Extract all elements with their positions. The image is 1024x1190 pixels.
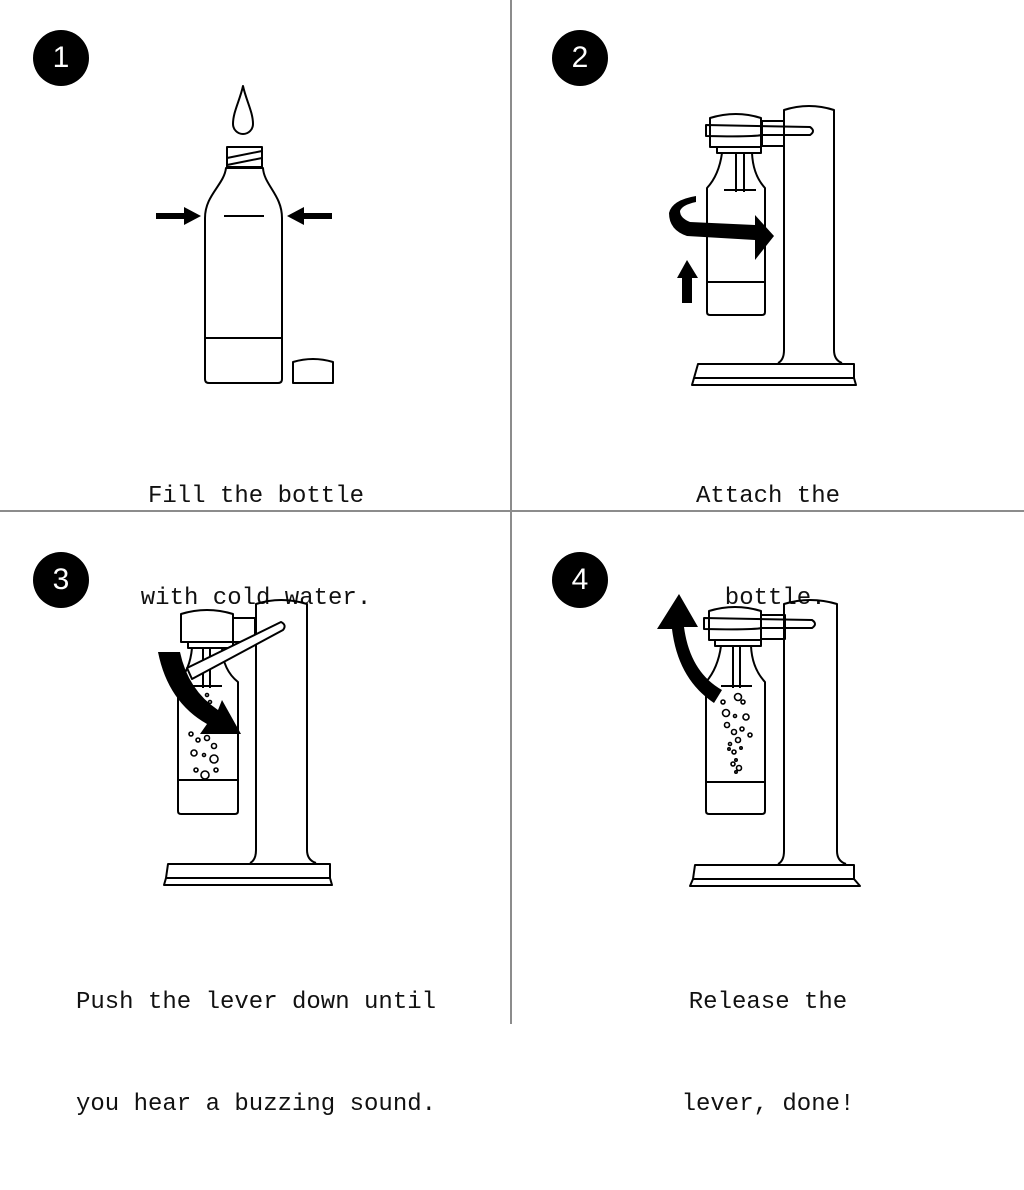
bottle-body	[705, 645, 766, 815]
bottle-body	[204, 167, 283, 384]
machine-base	[691, 363, 857, 386]
water-drop-icon	[232, 85, 254, 135]
horizontal-divider	[0, 510, 1024, 512]
step-number: 4	[571, 563, 589, 596]
arrow-curved-down-icon	[158, 652, 241, 734]
machine-head	[180, 609, 234, 643]
step-number: 2	[571, 41, 589, 74]
arrow-curved-up-icon	[657, 594, 722, 703]
step-number: 3	[52, 563, 70, 596]
step-number-badge: 4	[552, 552, 608, 608]
bubbles	[188, 692, 219, 780]
step-number-badge: 2	[552, 30, 608, 86]
push-lever-illustration	[158, 599, 333, 886]
arrow-left-icon	[287, 207, 332, 225]
step-caption: Push the lever down until you hear a buz…	[75, 989, 437, 1118]
step-number: 1	[52, 41, 70, 74]
step-caption: Fill the bottle with cold water.	[140, 483, 372, 612]
lever	[703, 617, 816, 631]
arrow-up-icon	[677, 260, 698, 303]
step-2-panel: 2	[512, 0, 1024, 612]
release-lever-illustration	[657, 594, 861, 887]
rotate-arrow-icon	[669, 196, 774, 260]
machine-head	[708, 606, 762, 641]
machine-column	[777, 599, 847, 865]
machine-base	[163, 863, 333, 886]
step-3-panel: 3	[0, 512, 512, 1118]
step-number-badge: 3	[33, 552, 89, 608]
bottle-fill-illustration	[156, 85, 334, 384]
machine-column	[249, 599, 317, 864]
machine-head	[709, 113, 762, 148]
arrow-right-icon	[156, 207, 201, 225]
step-4-panel: 4	[512, 512, 1024, 1118]
bottle-cap	[292, 358, 334, 384]
bubbles	[720, 692, 753, 774]
step-caption: Release the lever, done!	[681, 989, 855, 1118]
lever	[705, 124, 814, 138]
machine-base	[689, 864, 861, 887]
lever	[186, 621, 286, 680]
bottle-body	[706, 152, 766, 316]
attach-bottle-illustration	[669, 105, 857, 386]
instruction-grid: 1	[0, 0, 1024, 1118]
vertical-divider	[510, 0, 512, 1024]
step-1-panel: 1	[0, 0, 512, 612]
machine-column	[777, 105, 843, 364]
step-number-badge: 1	[33, 30, 89, 86]
